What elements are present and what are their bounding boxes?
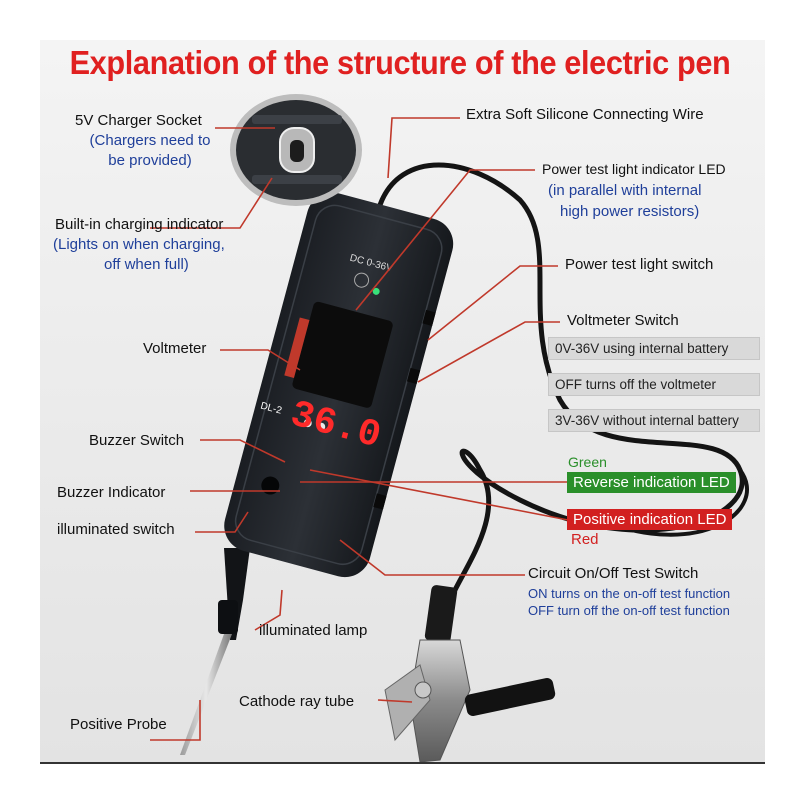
pen-body bbox=[224, 192, 454, 578]
label-charging-indicator: Built-in charging indicator bbox=[55, 216, 224, 233]
voltmeter-option-3: 3V-36V without internal battery bbox=[548, 409, 760, 432]
label-voltmeter: Voltmeter bbox=[143, 340, 207, 357]
probe bbox=[180, 548, 250, 755]
bottom-border bbox=[40, 762, 765, 764]
note-circuit-on: ON turns on the on-off test function bbox=[528, 586, 731, 601]
label-red: Red bbox=[571, 531, 599, 548]
note-charging-2: off when full) bbox=[104, 256, 189, 273]
cable bbox=[377, 162, 745, 641]
label-illuminated-lamp: illuminated lamp bbox=[259, 622, 368, 639]
label-cathode-ray-tube: Cathode ray tube bbox=[239, 693, 355, 710]
label-buzzer-indicator: Buzzer Indicator bbox=[57, 484, 166, 501]
note-charging-1: (Lights on when charging, bbox=[53, 236, 225, 253]
note-circuit-off: OFF turn off the on-off test function bbox=[528, 603, 730, 618]
label-power-switch: Power test light switch bbox=[565, 256, 714, 273]
label-green: Green bbox=[568, 454, 607, 470]
label-positive-probe: Positive Probe bbox=[70, 716, 167, 733]
leader-lines bbox=[150, 117, 569, 741]
label-positive-led: Positive indication LED bbox=[567, 509, 733, 530]
label-buzzer-switch: Buzzer Switch bbox=[89, 432, 185, 449]
label-power-led: Power test light indicator LED bbox=[542, 161, 726, 177]
label-voltmeter-switch: Voltmeter Switch bbox=[567, 312, 679, 329]
label-reverse-led: Reverse indication LED bbox=[567, 472, 736, 493]
voltmeter-option-2: OFF turns off the voltmeter bbox=[548, 373, 760, 396]
label-illuminated-switch: illuminated switch bbox=[57, 521, 175, 538]
note-charger-1: (Chargers need to bbox=[89, 132, 211, 149]
label-silicone-wire: Extra Soft Silicone Connecting Wire bbox=[466, 106, 704, 123]
note-power-led-1: (in parallel with internal bbox=[548, 182, 702, 199]
alligator-clip bbox=[384, 585, 556, 763]
note-charger-2: be provided) bbox=[108, 152, 192, 169]
label-circuit-switch: Circuit On/Off Test Switch bbox=[528, 565, 699, 582]
note-power-led-2: high power resistors) bbox=[560, 203, 700, 220]
charger-port-inset bbox=[230, 94, 362, 206]
page-title: Explanation of the structure of the elec… bbox=[69, 44, 731, 81]
voltmeter-option-1: 0V-36V using internal battery bbox=[548, 337, 760, 360]
label-charger-socket: 5V Charger Socket bbox=[75, 112, 202, 129]
